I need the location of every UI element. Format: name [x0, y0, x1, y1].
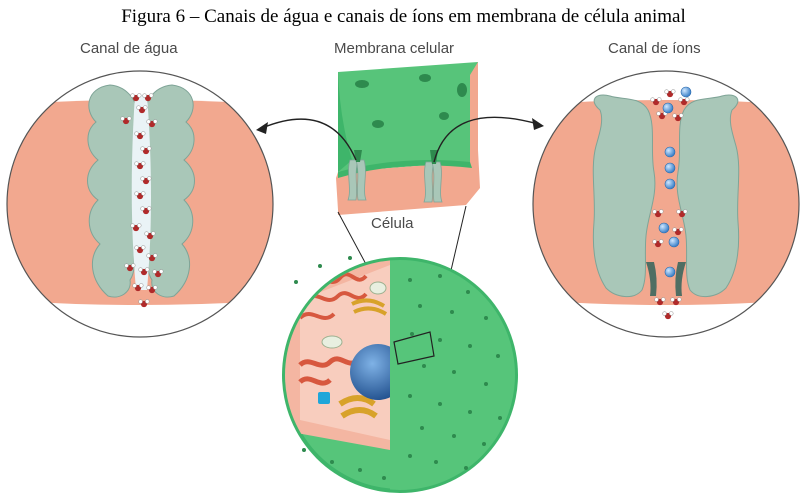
ion-channel-protein-left [593, 95, 655, 297]
ion-channel-protein-right [677, 95, 739, 297]
water-channel-protein-right [145, 85, 194, 297]
animal-cell [275, 250, 520, 495]
membrane-patch [336, 62, 480, 215]
water-channel-zoom [0, 71, 280, 337]
ion-channel-zoom [530, 71, 800, 337]
